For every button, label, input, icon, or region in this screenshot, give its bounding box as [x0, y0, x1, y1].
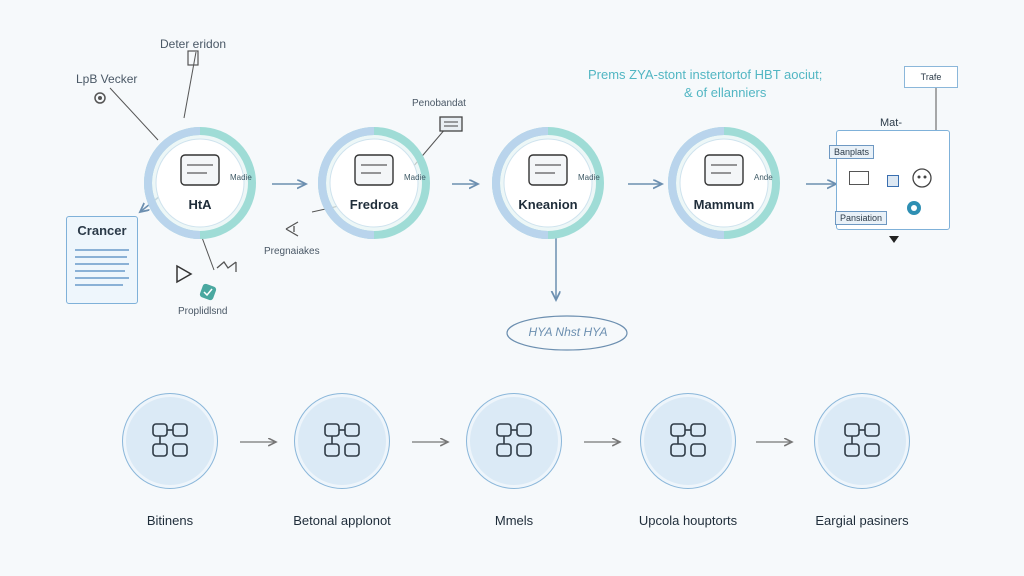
- annotation-below-2: Proplidlsnd: [178, 306, 228, 317]
- annotation-top: Deter eridon: [160, 37, 227, 51]
- stage-label: Mammum: [693, 197, 755, 212]
- bottom-step-icon: [670, 423, 706, 457]
- stage-2[interactable]: Fredroa Madie: [312, 121, 436, 245]
- chart-icon: [849, 171, 869, 185]
- camera-icon: [887, 175, 899, 187]
- dropdown-arrow-icon: [889, 236, 899, 243]
- stage-label: Kneanion: [518, 197, 578, 212]
- bottom-step-icon: [152, 423, 188, 457]
- stage-3[interactable]: Kneanion Madie: [486, 121, 610, 245]
- left-card-title: Crancer: [77, 223, 127, 238]
- robot-icon: [912, 168, 932, 188]
- package-icon: [439, 116, 463, 132]
- bottom-step-icon: [324, 423, 360, 457]
- play-icon: [176, 264, 193, 284]
- stage-side-label: Madie: [404, 173, 426, 182]
- right-panel-item-2[interactable]: Pansiation: [835, 211, 888, 225]
- stage-1[interactable]: HtA Madie: [138, 121, 262, 245]
- stage-side-label: Madie: [230, 173, 252, 182]
- left-card: Crancer: [66, 216, 138, 304]
- bottom-step-label: Mmels: [494, 513, 534, 528]
- bottom-step-icon: [844, 423, 880, 457]
- stage-icon: [354, 154, 394, 186]
- stage-4[interactable]: Mammum Ande: [662, 121, 786, 245]
- stage-side-label: Ande: [754, 173, 773, 182]
- stage-label: HtA: [188, 197, 212, 212]
- right-panel-tab[interactable]: Trafe: [904, 66, 958, 88]
- right-panel-title: Mat-: [880, 117, 902, 129]
- toggle-icon: [907, 201, 921, 215]
- annotation-note-line2: & of ellanniers: [684, 85, 767, 100]
- bottom-step-3[interactable]: [466, 393, 562, 489]
- annotation-sticker: Penobandat: [412, 98, 466, 109]
- oval-note: HYA Nhst HYA: [528, 325, 608, 339]
- stage-icon: [180, 154, 220, 186]
- stage-icon: [704, 154, 744, 186]
- bottom-step-2[interactable]: [294, 393, 390, 489]
- right-panel: Banplats Pansiation: [829, 130, 950, 230]
- gear-icon: [94, 92, 106, 104]
- document-icon: [187, 50, 199, 66]
- stage-label: Fredroa: [349, 197, 399, 212]
- annotation-below-1: Pregnaiakes: [264, 246, 320, 257]
- bottom-step-icon: [496, 423, 532, 457]
- left-card-lines: [75, 249, 129, 286]
- stage-icon: [528, 154, 568, 186]
- bottom-step-5[interactable]: [814, 393, 910, 489]
- bottom-step-4[interactable]: [640, 393, 736, 489]
- annotation-note-line1: Prems ZYA-stont instertortof HBT aociut;: [588, 67, 823, 82]
- bottom-step-label: Upcola houptorts: [638, 513, 738, 528]
- plug-icon: [285, 221, 299, 237]
- right-panel-item-1[interactable]: Banplats: [829, 145, 875, 159]
- check-badge-icon: [199, 283, 217, 301]
- oval-note-outline: [506, 315, 628, 351]
- bottom-step-label: Eargial pasiners: [815, 513, 909, 528]
- stage-side-label: Madie: [578, 173, 600, 182]
- bottom-step-label: Betonal applonot: [293, 513, 391, 528]
- annotation-left: LpB Vecker: [76, 72, 138, 86]
- bottom-step-label: Bitinens: [146, 513, 194, 528]
- link-icon: [216, 261, 237, 272]
- annotation-note: Prems ZYA-stont instertortof HBT aociut;…: [588, 66, 822, 102]
- bottom-step-1[interactable]: [122, 393, 218, 489]
